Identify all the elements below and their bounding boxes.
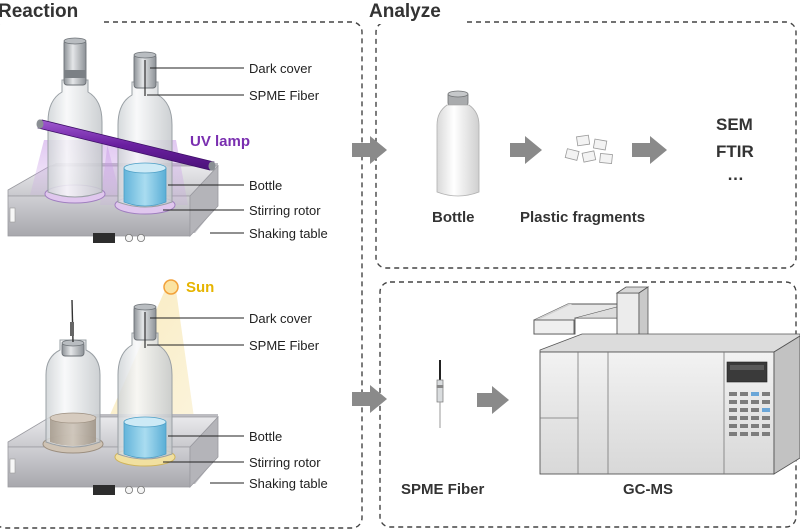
uv-setup: UV lamp Dark cover SPME Fiber Bottle Sti… — [7, 37, 328, 243]
arrow-fragments-to-methods — [632, 136, 667, 164]
arrow-to-analyze-top — [352, 136, 387, 164]
dark-cover-label-sun: Dark cover — [249, 311, 313, 326]
analyze-title: Analyze — [369, 1, 441, 22]
sun-icon — [163, 279, 179, 295]
plastic-fragments-icon — [564, 134, 613, 165]
analyze-top-content: Bottle Plastic fragments SEM FTIR … — [432, 90, 754, 226]
method-sem: SEM — [716, 115, 753, 134]
analyze-top-frame — [375, 21, 797, 269]
bottle-label-analyze: Bottle — [432, 209, 475, 226]
display-panel — [93, 233, 115, 243]
bottle-sun-left — [42, 299, 104, 454]
reaction-frame — [0, 21, 363, 529]
bottle-uv-left — [44, 37, 106, 204]
gcms-label: GC-MS — [623, 481, 673, 498]
uv-lamp — [36, 119, 216, 171]
arrow-to-analyze-bottom — [352, 385, 387, 413]
sun-label: Sun — [186, 279, 214, 296]
white-bottle — [436, 90, 480, 197]
bottle-label-uv: Bottle — [249, 178, 282, 193]
spme-fiber-icon — [436, 360, 444, 428]
arrow-fiber-to-gcms — [477, 386, 509, 414]
shaking-table-label-uv: Shaking table — [249, 226, 328, 241]
shaking-table-label-sun: Shaking table — [249, 476, 328, 491]
analyze-bottom-content: SPME Fiber GC-MS — [401, 286, 800, 498]
stirring-rotor-label-sun: Stirring rotor — [249, 455, 321, 470]
method-ftir: FTIR — [716, 142, 754, 161]
reaction-title: Reaction — [0, 1, 78, 22]
bottle-label-sun: Bottle — [249, 429, 282, 444]
plastic-fragments-label: Plastic fragments — [520, 209, 645, 226]
uv-lamp-label: UV lamp — [190, 133, 250, 150]
gcms-instrument — [533, 286, 800, 475]
spme-fiber-label-analyze: SPME Fiber — [401, 481, 485, 498]
sun-setup: Sun Dark cover SPME Fiber Bottle Stirrin… — [7, 279, 328, 495]
arrow-bottle-to-fragments — [510, 136, 542, 164]
dark-cover-label-uv: Dark cover — [249, 61, 313, 76]
gcms-keypad — [729, 392, 770, 436]
bottle-uv-right — [114, 51, 176, 215]
method-more: … — [727, 165, 744, 184]
spme-fiber-label-uv: SPME Fiber — [249, 88, 320, 103]
shaking-table-sun — [7, 414, 219, 495]
stirring-rotor-label-uv: Stirring rotor — [249, 203, 321, 218]
spme-fiber-label-sun: SPME Fiber — [249, 338, 320, 353]
bottle-sun-right — [114, 303, 176, 467]
